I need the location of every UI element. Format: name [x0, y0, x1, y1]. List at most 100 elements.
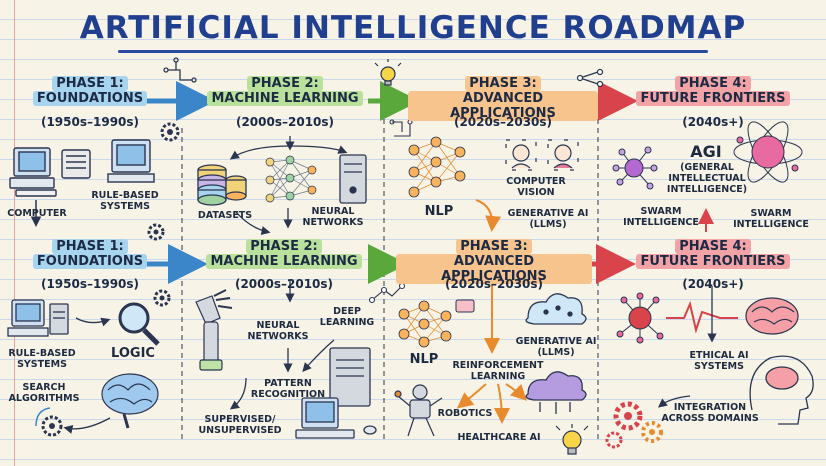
cloud-icon: [525, 371, 587, 414]
integration-arrow: [657, 395, 691, 408]
row1-phase2-years: (2000s–2010s): [235, 115, 335, 129]
row2-phase2-years: (2000s–2010s): [234, 277, 334, 291]
computer-drawing: [9, 147, 57, 197]
label-datasets: DATASETS: [197, 210, 253, 221]
cloud-icon: [525, 293, 587, 325]
label-swarm-intelligence-left: SWARM INTELLIGENCE: [623, 206, 699, 228]
label-generative-ai: GENERATIVE AI (LLMs): [507, 208, 589, 230]
phase-title: ADVANCED APPLICATIONS: [408, 91, 598, 121]
phase-title: MACHINE LEARNING: [206, 254, 362, 269]
row2-phase3-header: PHASE 3: ADVANCED APPLICATIONS: [396, 239, 592, 284]
phase-number: PHASE 4:: [675, 76, 751, 91]
node-network-drawing: [616, 292, 664, 344]
phase-number: PHASE 4:: [675, 239, 751, 254]
phase-title: FUTURE FRONTIERS: [636, 91, 790, 106]
label-supervised-unsupervised: SUPERVISED/ UNSUPERVISED: [198, 414, 282, 436]
label-deep-learning: DEEP LEARNING: [319, 306, 375, 328]
phase-number: PHASE 3:: [465, 76, 541, 91]
label-robotics: ROBOTICS: [437, 408, 493, 419]
server-tower-drawing: [339, 154, 367, 204]
phase-title: FUTURE FRONTIERS: [636, 254, 790, 269]
label-integration-across-domains: INTEGRATION ACROSS DOMAINS: [661, 402, 759, 424]
brain-icon: [745, 297, 799, 335]
row1-phase2-branch-arrows: [229, 136, 348, 236]
row2-phase2-header: PHASE 2: MACHINE LEARNING: [196, 239, 372, 269]
rule-systems-drawing: [61, 139, 155, 183]
label-neural-networks: NEURAL NETWORKS: [247, 320, 309, 342]
agi-node-network-drawing: [612, 146, 658, 190]
share-icon: [576, 68, 604, 88]
label-ethical-ai-systems: ETHICAL AI SYSTEMS: [689, 350, 749, 372]
nlp-network-drawing: [408, 136, 466, 198]
label-reinforcement-learning: REINFORCEMENT LEARNING: [452, 360, 544, 382]
nlp-network-drawing: [398, 300, 452, 348]
gear-icon: [41, 415, 63, 437]
face-icon: [547, 139, 579, 171]
page-title: ARTIFICIAL INTELLIGENCE ROADMAP: [79, 10, 747, 46]
brain-to-gear-arrow: [63, 417, 111, 434]
lightbulb-icon: [374, 59, 402, 86]
title-underline: [118, 50, 708, 53]
head-profile-drawing: [749, 355, 814, 425]
rule-systems-drawing: [7, 299, 69, 337]
row1-phase3-header: PHASE 3: ADVANCED APPLICATIONS: [408, 76, 598, 121]
atom-icon: [733, 121, 803, 183]
label-computer-vision: COMPUTER VISION: [506, 176, 566, 198]
lightbulb-icon: [555, 424, 589, 455]
row2-phase4-years: (2040s+): [682, 277, 744, 291]
phase-title: FOUNDATIONS: [32, 254, 148, 269]
phase-number: PHASE 1:: [52, 239, 128, 254]
label-neural-networks: NEURAL NETWORKS: [302, 206, 364, 228]
label-computer: COMPUTER: [7, 208, 67, 219]
phase-title: FOUNDATIONS: [32, 91, 148, 106]
gear-cycle-arrow: [35, 407, 51, 427]
row1-phase1-years: (1950s–1990s): [40, 115, 140, 129]
row1-phase1-header: PHASE 1: FOUNDATIONS: [20, 76, 160, 106]
label-healthcare-ai: HEALTHCARE AI: [457, 432, 541, 443]
label-nlp: NLP: [424, 204, 454, 219]
phase-title: MACHINE LEARNING: [207, 91, 363, 106]
gears-cluster-icon: [605, 401, 663, 449]
row2-phase1-header: PHASE 1: FOUNDATIONS: [20, 239, 160, 269]
row2-phase3-years: (2020s–2030s): [444, 277, 544, 291]
face-icon: [505, 139, 537, 171]
chat-bubble-icon: [455, 299, 475, 313]
label-search-algorithms: SEARCH ALGORITHMS: [8, 382, 80, 404]
phase-number: PHASE 1:: [52, 76, 128, 91]
label-rule-based-systems: RULE-BASED SYSTEMS: [91, 190, 159, 212]
row2-phase3-branch-arrows: [456, 383, 527, 424]
label-logic: LOGIC: [111, 346, 155, 361]
label-swarm-intelligence-right: SWARM INTELLIGENCE: [733, 208, 809, 230]
row1-phase3-years: (2020s–2030s): [453, 115, 553, 129]
phase-number: PHASE 3:: [456, 239, 532, 254]
rules-to-logic-arrow: [75, 317, 111, 327]
notebook-margin: [14, 0, 15, 466]
row1-phase2-header: PHASE 2: MACHINE LEARNING: [200, 76, 370, 106]
row2-phase1-years: (1950s–1990s): [40, 277, 140, 291]
row2-phase2-arrows: [229, 280, 335, 410]
label-generative-ai: GENERATIVE AI (LLMs): [515, 336, 597, 358]
robot-icon: [394, 384, 443, 437]
phase-number: PHASE 2:: [246, 239, 322, 254]
row1-phase4-years: (2040s+): [682, 115, 744, 129]
neural-network-drawing: [265, 155, 317, 203]
label-pattern-recognition: PATTERN RECOGNITION: [250, 378, 326, 400]
label-agi-subtitle: (GENERAL INTELLECTUAL INTELLIGENCE): [666, 162, 748, 195]
datasets-drawing: [197, 164, 247, 206]
nlp-to-generative-arrow: [475, 199, 502, 232]
label-agi: AGI: [690, 142, 722, 161]
row2-phase4-header: PHASE 4: FUTURE FRONTIERS: [624, 239, 802, 269]
brain-icon: [101, 373, 159, 429]
robot-arm-drawing: [195, 289, 233, 371]
circuit-icon: [163, 57, 197, 83]
gear-icon: [160, 122, 180, 142]
magnifier-icon: [118, 302, 160, 346]
phase-title: ADVANCED APPLICATIONS: [396, 254, 592, 284]
phase-number: PHASE 2:: [247, 76, 323, 91]
gear-icon: [147, 223, 165, 241]
desktop-computer-drawing: [295, 347, 377, 439]
label-nlp: NLP: [409, 352, 439, 367]
gear-icon: [153, 289, 171, 307]
row1-phase4-header: PHASE 4: FUTURE FRONTIERS: [628, 76, 798, 106]
